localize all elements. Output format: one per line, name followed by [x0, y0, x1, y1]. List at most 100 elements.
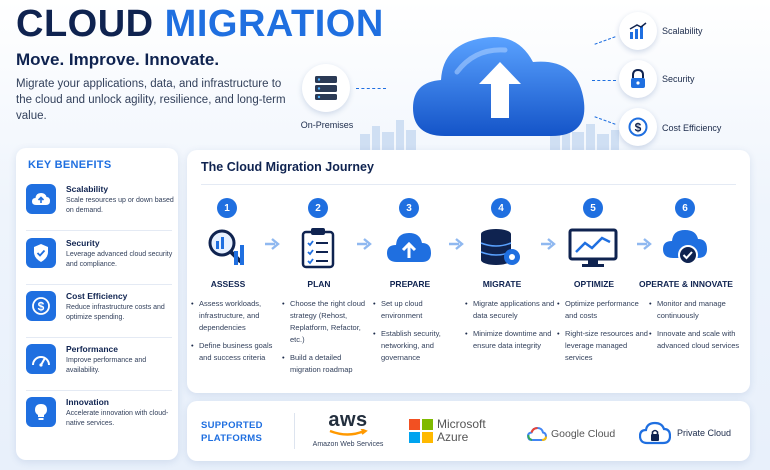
arrow-right-icon: [449, 238, 464, 250]
step-bullet: Establish security, networking, and gove…: [373, 328, 465, 364]
cost-efficiency-feature-icon: $: [619, 108, 657, 146]
shield-check-icon: [26, 238, 56, 268]
benefit-text: Scale resources up or down based on dema…: [66, 197, 174, 214]
cloud-check-icon: [659, 224, 711, 272]
migration-journey-panel: The Cloud Migration Journey 1 ASSESS Ass…: [187, 150, 750, 393]
google-cloud-icon: [527, 427, 547, 441]
tagline: Move. Improve. Innovate.: [16, 50, 220, 69]
step-bullet: Define business goals and success criter…: [191, 340, 283, 364]
step-bullet: Monitor and manage continuously: [649, 298, 741, 322]
benefit-item: Innovation Accelerate innovation with cl…: [26, 395, 172, 443]
city-skyline-illustration: [360, 118, 619, 152]
database-gear-icon: [475, 224, 527, 272]
step-name: ASSESS: [210, 279, 246, 289]
divider: [201, 184, 736, 185]
benefit-name: Performance: [66, 344, 118, 354]
arrow-right-icon: [357, 238, 372, 250]
aws-logo: aws Amazon Web Services: [307, 409, 389, 457]
benefit-text: Leverage advanced cloud security and com…: [66, 251, 173, 268]
step-bullet: Choose the right cloud strategy (Rehost,…: [282, 298, 374, 346]
benefit-text: Reduce infrastructure costs and optimize…: [66, 304, 165, 321]
page-title: CLOUD MIGRATION: [16, 2, 384, 46]
step-bullet: Minimize downtime and ensure data integr…: [465, 328, 557, 352]
feature-label-security: Security: [662, 74, 695, 84]
step-bullet: Build a detailed migration roadmap: [282, 352, 374, 376]
aws-caption: Amazon Web Services: [312, 441, 384, 448]
step-name: PLAN: [307, 279, 331, 289]
dollar-icon: $: [26, 291, 56, 321]
step-bullet: Migrate applications and data securely: [465, 298, 557, 322]
connector-line: [356, 88, 386, 89]
step-name: OPTIMIZE: [573, 279, 615, 289]
security-feature-icon: [619, 60, 657, 98]
divider: [26, 337, 172, 338]
feature-label-cost-efficiency: Cost Efficiency: [662, 123, 722, 133]
step-bullet: Optimize performance and costs: [557, 298, 649, 322]
divider: [294, 413, 295, 449]
step-name: MIGRATE: [482, 279, 522, 289]
journey-step-assess: 1 ASSESS Assess workloads, infrastructur…: [191, 194, 285, 384]
benefit-text: Accelerate innovation with cloud-native …: [66, 410, 169, 427]
benefit-name: Scalability: [66, 184, 109, 194]
divider: [26, 230, 172, 231]
gauge-icon: [26, 344, 56, 374]
journey-step-plan: 2 PLAN Choose the right cloud strategy (…: [282, 194, 376, 384]
description: Migrate your applications, data, and inf…: [16, 78, 286, 122]
private-cloud-text: Private Cloud: [677, 428, 732, 438]
monitor-chart-icon: [567, 224, 619, 272]
journey-step-optimize: 5 OPTIMIZE Optimize performance and cost…: [557, 194, 651, 384]
title-word-migration: MIGRATION: [164, 3, 384, 45]
arrow-right-icon: [265, 238, 280, 250]
benefit-name: Cost Efficiency: [66, 291, 128, 301]
microsoft-squares-icon: [409, 419, 433, 443]
on-premises-server-icon: [302, 64, 350, 112]
benefit-item: $ Cost Efficiency Reduce infrastructure …: [26, 289, 172, 337]
svg-text:$: $: [635, 121, 642, 135]
step-number: 6: [675, 198, 695, 218]
clipboard-checklist-icon: [292, 224, 344, 272]
google-cloud-text: Google Cloud: [551, 428, 616, 440]
scalability-feature-icon: [619, 12, 657, 50]
microsoft-text: Microsoft: [437, 417, 486, 431]
step-number: 1: [217, 198, 237, 218]
cloud-upload-icon: [383, 224, 435, 272]
step-name: OPERATE & INNOVATE: [639, 279, 733, 289]
divider: [26, 390, 172, 391]
private-cloud-lock-icon: [639, 421, 671, 445]
svg-text:$: $: [38, 300, 45, 314]
step-number: 2: [308, 198, 328, 218]
title-word-cloud: CLOUD: [16, 3, 154, 45]
platforms-title: SUPPORTED PLATFORMS: [201, 420, 263, 444]
aws-smile-icon: [329, 429, 368, 436]
benefit-item: Scalability Scale resources up or down b…: [26, 182, 174, 230]
magnifier-chart-icon: [201, 224, 253, 272]
step-number: 5: [583, 198, 603, 218]
journey-step-prepare: 3 PREPARE Set up cloud environment Estab…: [373, 194, 467, 384]
key-benefits-panel: KEY BENEFITS Scalability Scale resources…: [16, 148, 178, 460]
step-bullet: Assess workloads, infrastructure, and de…: [191, 298, 283, 334]
benefit-item: Security Leverage advanced cloud securit…: [26, 236, 172, 284]
benefit-name: Security: [66, 238, 100, 248]
arrow-right-icon: [541, 238, 556, 250]
step-number: 4: [491, 198, 511, 218]
cloud-upload-icon: [26, 184, 56, 214]
hero-cloud-upload-icon: [413, 37, 585, 136]
journey-title: The Cloud Migration Journey: [201, 160, 374, 174]
divider: [26, 284, 172, 285]
lightbulb-icon: [26, 397, 56, 427]
connector-line: [592, 80, 616, 81]
aws-logo-text: aws: [328, 409, 368, 431]
key-benefits-title: KEY BENEFITS: [28, 159, 112, 171]
on-premises-label: On-Premises: [300, 120, 354, 130]
step-bullet: Innovate and scale with advanced cloud s…: [649, 328, 741, 352]
step-bullet: Set up cloud environment: [373, 298, 465, 322]
arrow-right-icon: [637, 238, 652, 250]
step-bullet: Right-size resources and leverage manage…: [557, 328, 649, 364]
benefit-name: Innovation: [66, 397, 109, 407]
benefit-item: Performance Improve performance and avai…: [26, 342, 172, 390]
azure-text: Azure: [437, 430, 469, 444]
journey-step-operate-innovate: 6 OPERATE & INNOVATE Monitor and manage …: [639, 194, 743, 384]
step-number: 3: [399, 198, 419, 218]
journey-step-migrate: 4 MIGRATE Migrate applications and data …: [465, 194, 559, 384]
feature-label-scalability: Scalability: [662, 26, 703, 36]
